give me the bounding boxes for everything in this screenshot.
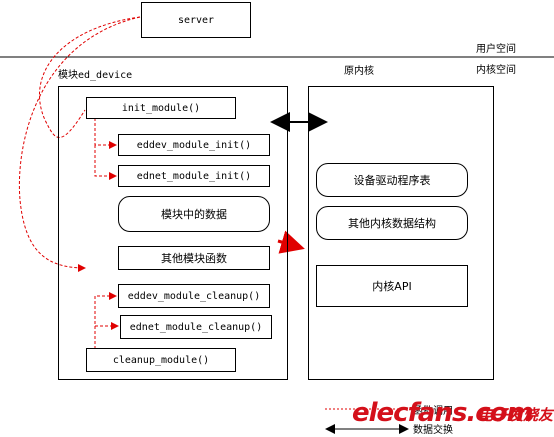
elecfans-watermark-cn: 电子发烧友 bbox=[478, 406, 554, 424]
user-space-label: 用户空间 bbox=[476, 44, 516, 55]
server-box: server bbox=[141, 2, 251, 38]
module-to-kernel-call bbox=[277, 230, 305, 254]
other-module-funcs-label: 其他模块函数 bbox=[161, 252, 227, 265]
eddev-init-label: eddev_module_init() bbox=[136, 139, 252, 151]
module-data-box: 模块中的数据 bbox=[118, 196, 270, 232]
server-to-other-call bbox=[18, 16, 141, 272]
server-to-init-call bbox=[39, 16, 141, 138]
kernel-api-box: 内核API bbox=[316, 265, 468, 307]
module-container bbox=[58, 86, 288, 380]
module-data-label: 模块中的数据 bbox=[161, 208, 227, 221]
cleanup-module-label: cleanup_module() bbox=[112, 354, 210, 366]
elecfans-watermark: elecfans.com bbox=[352, 398, 534, 428]
cleanup-module-box: cleanup_module() bbox=[86, 348, 236, 372]
eddev-init-box: eddev_module_init() bbox=[118, 134, 270, 156]
other-module-funcs-box: 其他模块函数 bbox=[118, 246, 270, 270]
legend-call-label: 函数调用 bbox=[413, 406, 453, 417]
init-to-ednet-call bbox=[94, 145, 117, 180]
ednet-init-label: ednet_module_init() bbox=[136, 170, 252, 182]
eddev-cleanup-box: eddev_module_cleanup() bbox=[118, 284, 270, 308]
init-module-box: init_module() bbox=[86, 97, 236, 119]
driver-table-box: 设备驱动程序表 bbox=[316, 163, 468, 197]
other-kernel-structs-label: 其他内核数据结构 bbox=[348, 217, 436, 230]
kernel-api-label: 内核API bbox=[372, 280, 412, 293]
other-kernel-structs-box: 其他内核数据结构 bbox=[316, 206, 468, 240]
module-title: 模块ed_device bbox=[58, 70, 133, 81]
kernel-container bbox=[308, 86, 494, 380]
ednet-cleanup-label: ednet_module_cleanup() bbox=[129, 321, 263, 333]
server-label: server bbox=[177, 14, 215, 26]
ednet-init-box: ednet_module_init() bbox=[118, 165, 270, 187]
eddev-cleanup-label: eddev_module_cleanup() bbox=[127, 290, 261, 302]
kernel-space-label: 内核空间 bbox=[476, 65, 516, 76]
legend-exchange-label: 数据交换 bbox=[413, 425, 453, 436]
kernel-title: 原内核 bbox=[344, 66, 374, 77]
driver-table-label: 设备驱动程序表 bbox=[353, 174, 431, 187]
ednet-cleanup-box: ednet_module_cleanup() bbox=[120, 315, 272, 339]
init-module-label: init_module() bbox=[121, 102, 201, 114]
cleanup-to-eddev-call bbox=[94, 292, 117, 349]
